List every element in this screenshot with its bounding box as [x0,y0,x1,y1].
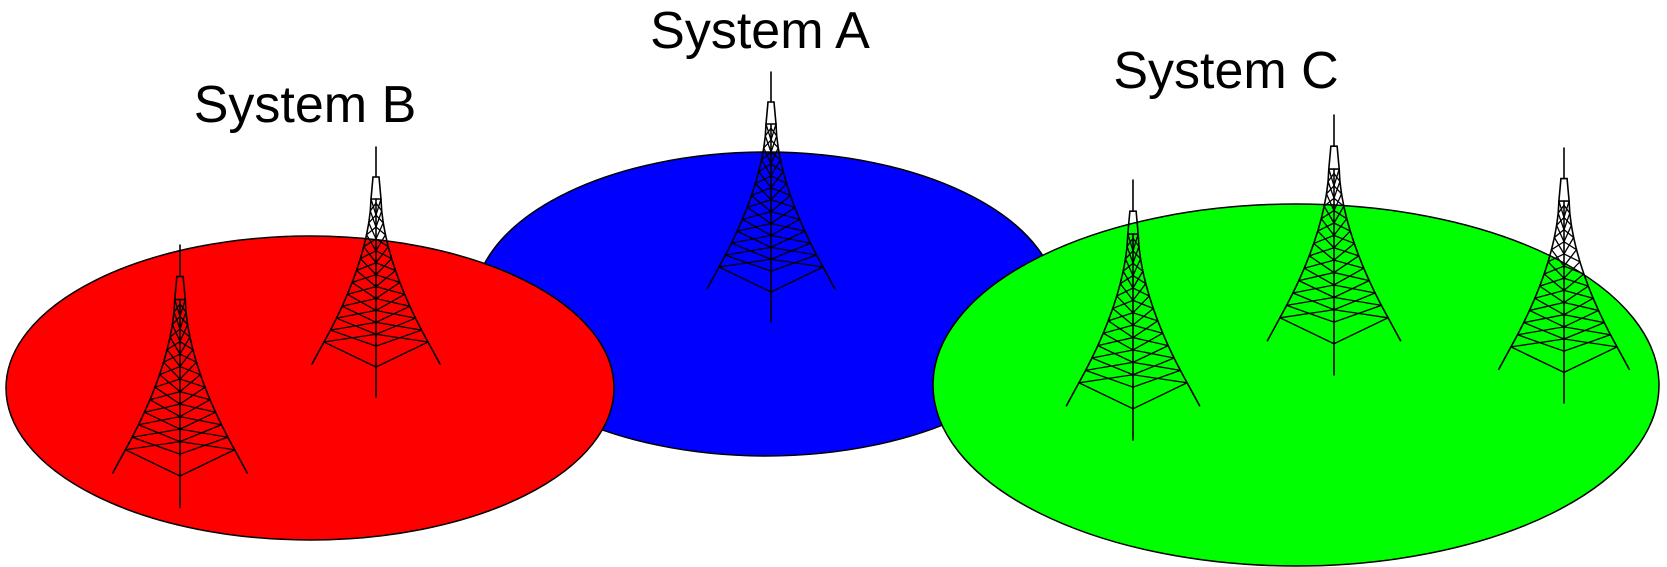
radio-tower-icon [112,244,248,509]
system-c-coverage-area [932,203,1660,567]
radio-tower-icon [1065,179,1201,441]
radio-tower-icon [1497,147,1631,404]
radio-tower-icon [706,71,836,323]
radio-tower-icon [311,146,441,398]
system-b-coverage-area [5,235,615,541]
radio-tower-icon [1266,114,1402,376]
system-b-label: System B [194,76,417,134]
system-c-label: System C [1113,42,1338,100]
system-a-label: System A [650,2,870,60]
